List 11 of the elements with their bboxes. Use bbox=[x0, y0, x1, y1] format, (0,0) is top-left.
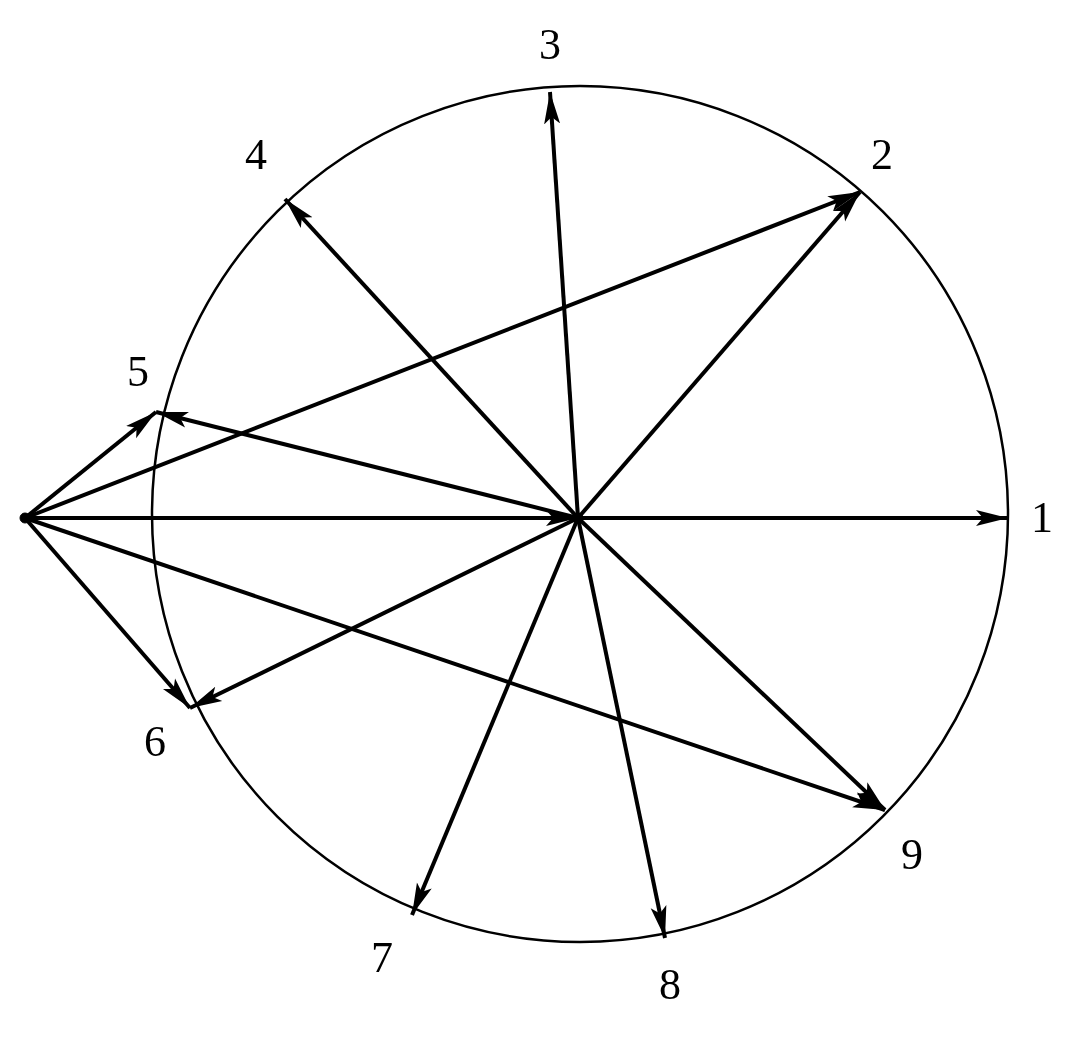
point-dot bbox=[572, 512, 584, 524]
point-label: 3 bbox=[539, 23, 561, 67]
point-label: 6 bbox=[144, 720, 166, 764]
point-label: 9 bbox=[901, 833, 923, 877]
point-label: 2 bbox=[871, 133, 893, 177]
point-label: 1 bbox=[1031, 496, 1053, 540]
point-dot bbox=[19, 512, 31, 524]
point-label: 8 bbox=[659, 963, 681, 1007]
point-label: 4 bbox=[245, 133, 267, 177]
point-label: 7 bbox=[371, 936, 393, 980]
point-label: 5 bbox=[127, 350, 149, 394]
